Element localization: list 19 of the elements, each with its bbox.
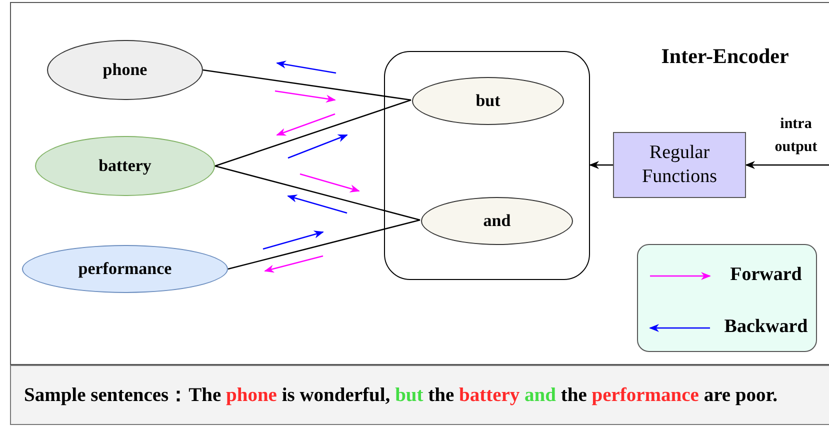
edge-label: intra output xyxy=(774,115,818,158)
diagram-title: Inter-Encoder xyxy=(660,44,790,69)
arrow xyxy=(589,161,613,169)
connector-line xyxy=(228,219,420,270)
node-label: battery xyxy=(98,156,152,176)
legend-label: Backward xyxy=(723,316,809,338)
caption-sentence: Sample sentences：The phone is wonderful, but the battery and the performance are poor. xyxy=(24,384,778,408)
node-label: but xyxy=(476,91,500,111)
node-label: phone xyxy=(102,60,148,80)
group-box xyxy=(384,51,590,280)
legend-label: Forward xyxy=(729,264,803,286)
process-box xyxy=(613,132,746,198)
node-label: and xyxy=(483,211,511,231)
arrow xyxy=(745,161,829,169)
connector-line xyxy=(202,69,412,101)
node-label: Regular Functions xyxy=(641,141,718,189)
connector-line xyxy=(214,99,412,167)
node-label: performance xyxy=(78,259,172,279)
connector-line xyxy=(214,165,420,221)
